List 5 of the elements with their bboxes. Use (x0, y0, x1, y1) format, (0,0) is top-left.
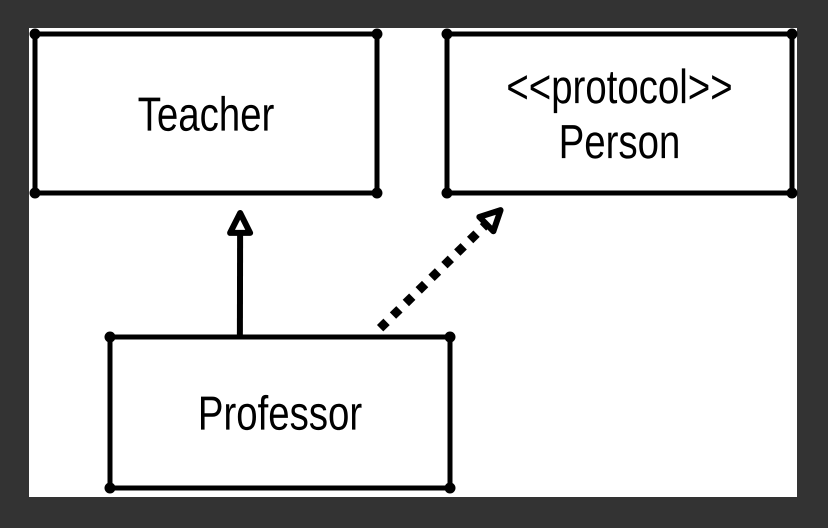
class-box: Professor (104, 332, 456, 494)
class-box: <<protocol>> Person (442, 28, 798, 198)
arrow (227, 210, 254, 337)
dashed-arrow (376, 207, 504, 332)
class-box: Teacher (30, 28, 382, 198)
